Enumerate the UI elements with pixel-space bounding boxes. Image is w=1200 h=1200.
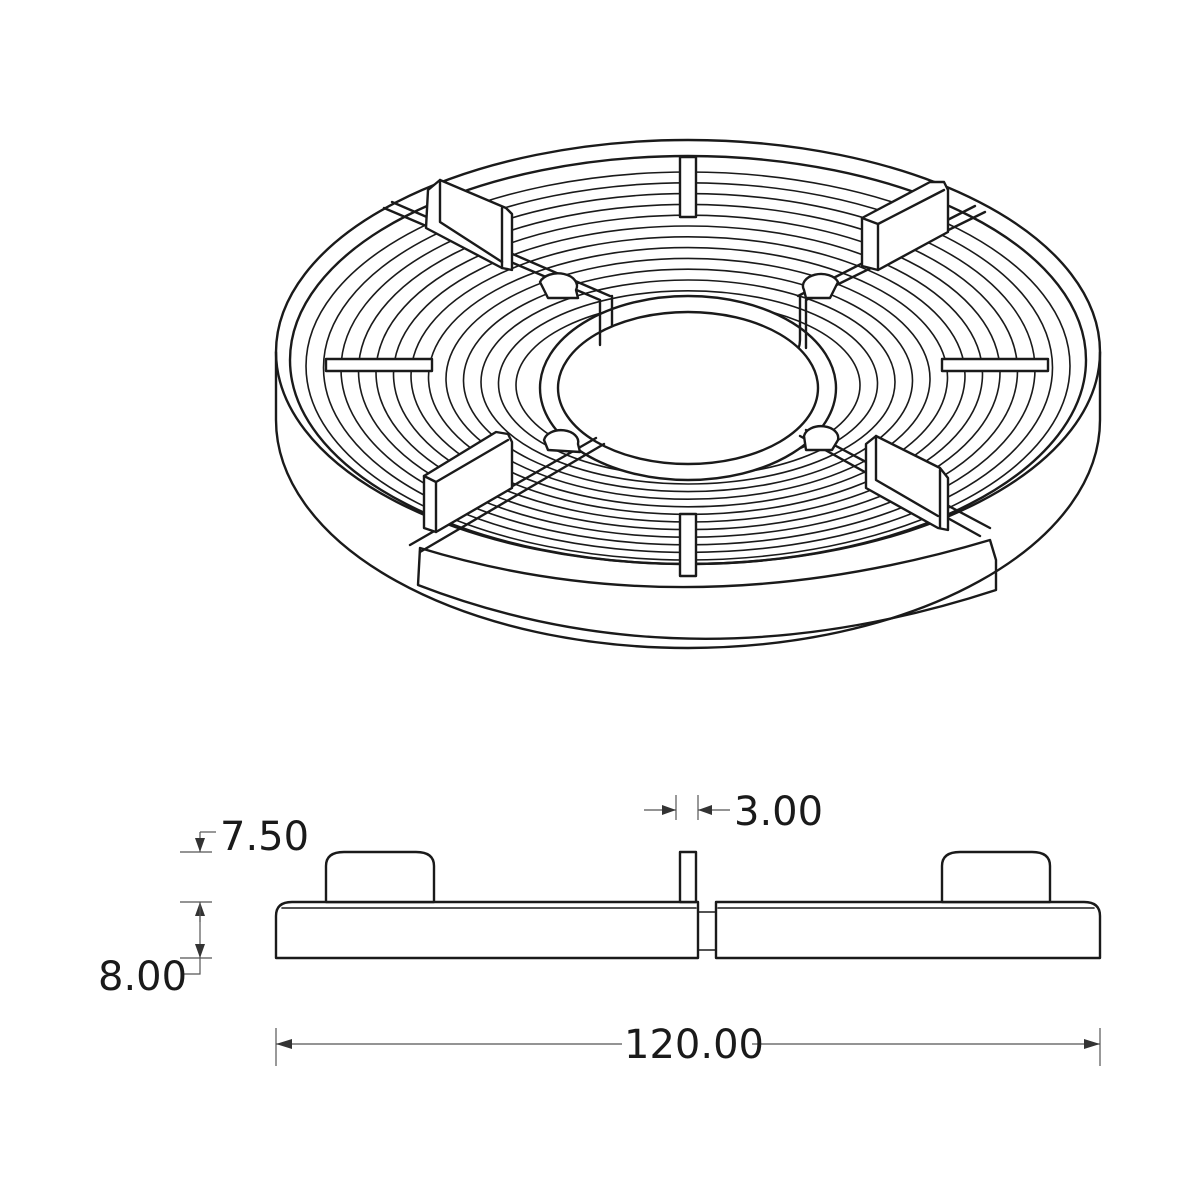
groove-ring <box>427 246 949 508</box>
center-connector <box>697 911 717 951</box>
right-base-block <box>714 900 1102 960</box>
outer-rim-side <box>274 350 1102 650</box>
tab-southwest <box>422 430 514 534</box>
tab-southeast <box>864 434 950 532</box>
slot-west <box>324 357 434 373</box>
dimension-fin-thickness: 3.00 <box>644 789 823 835</box>
radial-slots <box>324 155 1050 578</box>
slot-east <box>940 357 1050 373</box>
tab-northwest <box>424 178 514 272</box>
slot-south <box>678 512 698 578</box>
front-quadrant-edge <box>416 538 998 640</box>
groove-ring <box>480 279 896 485</box>
left-base-block <box>274 900 700 960</box>
dimension-top-height: 7.50 <box>180 814 309 922</box>
dimension-base-height: 8.00 <box>98 902 212 1000</box>
overall-width-label: 120.00 <box>624 1022 764 1068</box>
side-view <box>274 850 1102 960</box>
raised-tabs <box>422 178 950 534</box>
center-fin <box>678 850 698 904</box>
right-tab <box>940 850 1052 904</box>
left-tab <box>324 850 436 904</box>
top-height-label: 7.50 <box>220 814 309 860</box>
slot-north <box>678 155 698 219</box>
fin-thickness-label: 3.00 <box>734 789 823 835</box>
keyhole-notches <box>538 272 840 454</box>
dimension-overall-width: 120.00 <box>275 1022 1101 1068</box>
tab-northeast <box>860 180 950 272</box>
isometric-view <box>274 138 1102 650</box>
base-height-label: 8.00 <box>98 954 187 1000</box>
groove-ring <box>445 257 931 500</box>
groove-ring <box>462 268 914 493</box>
center-hole <box>538 294 838 482</box>
